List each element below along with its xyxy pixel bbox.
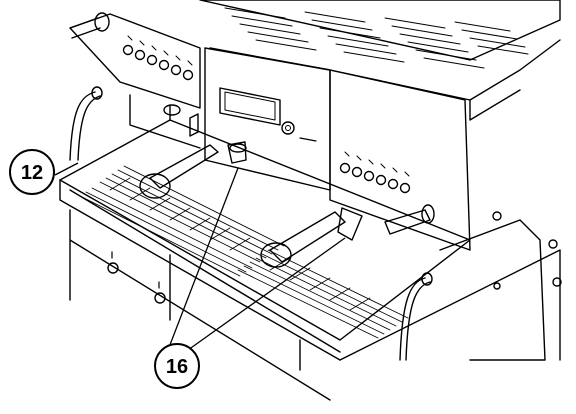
group-head-left — [129, 94, 201, 149]
machine-top-panel — [69, 0, 561, 251]
display-panel — [219, 87, 317, 142]
callout-label: 12 — [21, 162, 43, 184]
callout-circle — [154, 343, 200, 389]
callout-circle — [9, 149, 55, 195]
steam-wand-left — [69, 86, 103, 161]
side-panel-right — [439, 211, 562, 361]
leader-line — [167, 167, 239, 351]
steam-knob-left — [69, 12, 110, 39]
drip-tray-grate — [79, 165, 409, 339]
filter-holder-right — [260, 207, 363, 268]
callout-label: 16 — [166, 356, 188, 378]
leader-line — [54, 162, 79, 176]
top-grill — [224, 7, 529, 69]
lower-cabinet — [69, 209, 561, 401]
drip-tray — [59, 104, 471, 361]
leader-line — [187, 237, 346, 351]
callout-12: 12 — [9, 149, 79, 195]
button-row-right — [339, 151, 411, 194]
filter-holder-left — [139, 141, 247, 199]
callout-16: 16 — [154, 167, 346, 389]
button-row-left — [122, 35, 194, 81]
